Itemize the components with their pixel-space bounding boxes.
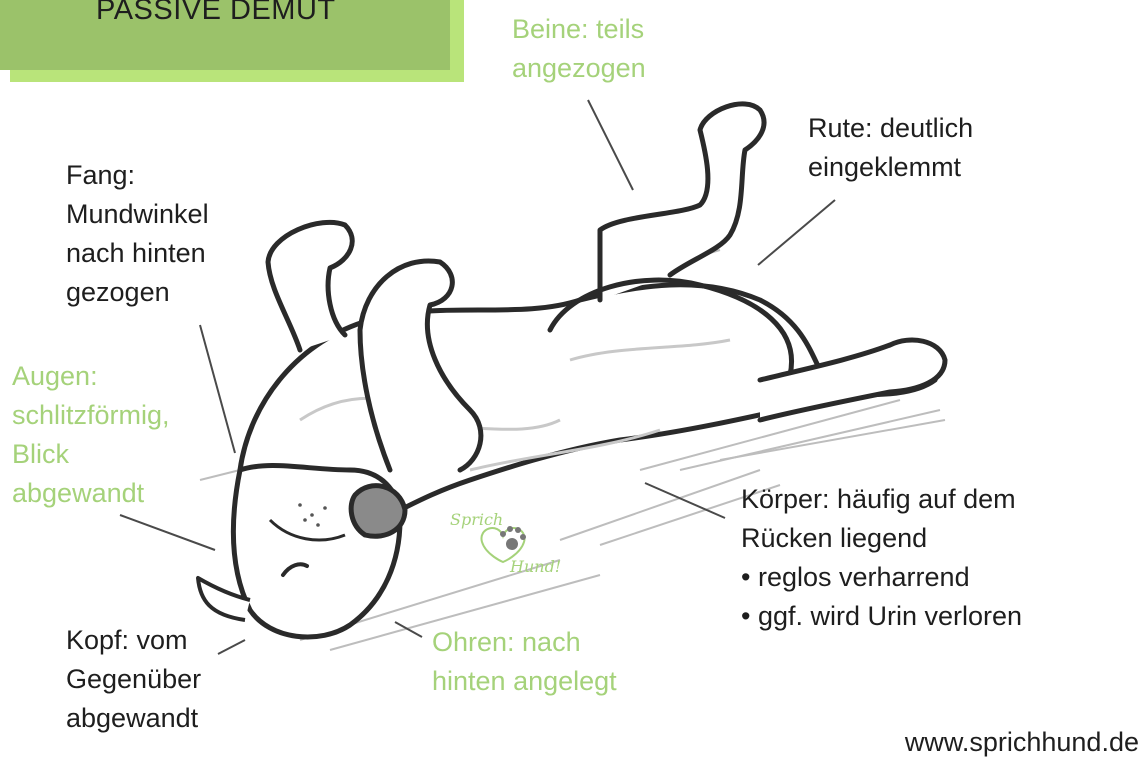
dog-nose	[351, 486, 405, 537]
list-item: ggf. wird Urin verloren	[741, 597, 1022, 636]
label-beine: Beine: teils angezogen	[512, 10, 646, 88]
list-item: reglos verharrend	[741, 558, 1022, 597]
label-koerper: Körper: häufig auf dem Rücken liegend re…	[741, 480, 1022, 636]
svg-text:Hund!: Hund!	[509, 557, 561, 576]
koerper-bullet-list: reglos verharrend ggf. wird Urin verlore…	[741, 558, 1022, 636]
footer-url[interactable]: www.sprichhund.de	[905, 727, 1139, 758]
sprichhund-logo: Sprich Hund!	[450, 510, 561, 576]
dog-front-leg-left	[268, 222, 352, 350]
dog-hind-leg	[600, 104, 764, 300]
label-kopf: Kopf: vom Gegenüber abgewandt	[66, 621, 201, 738]
label-rute: Rute: deutlich eingeklemmt	[808, 109, 973, 187]
label-fang: Fang: Mundwinkel nach hinten gezogen	[66, 156, 209, 312]
label-augen: Augen: schlitzförmig, Blick abgewandt	[12, 357, 170, 513]
label-ohren: Ohren: nach hinten angelegt	[432, 623, 617, 701]
svg-text:Sprich: Sprich	[450, 510, 503, 529]
